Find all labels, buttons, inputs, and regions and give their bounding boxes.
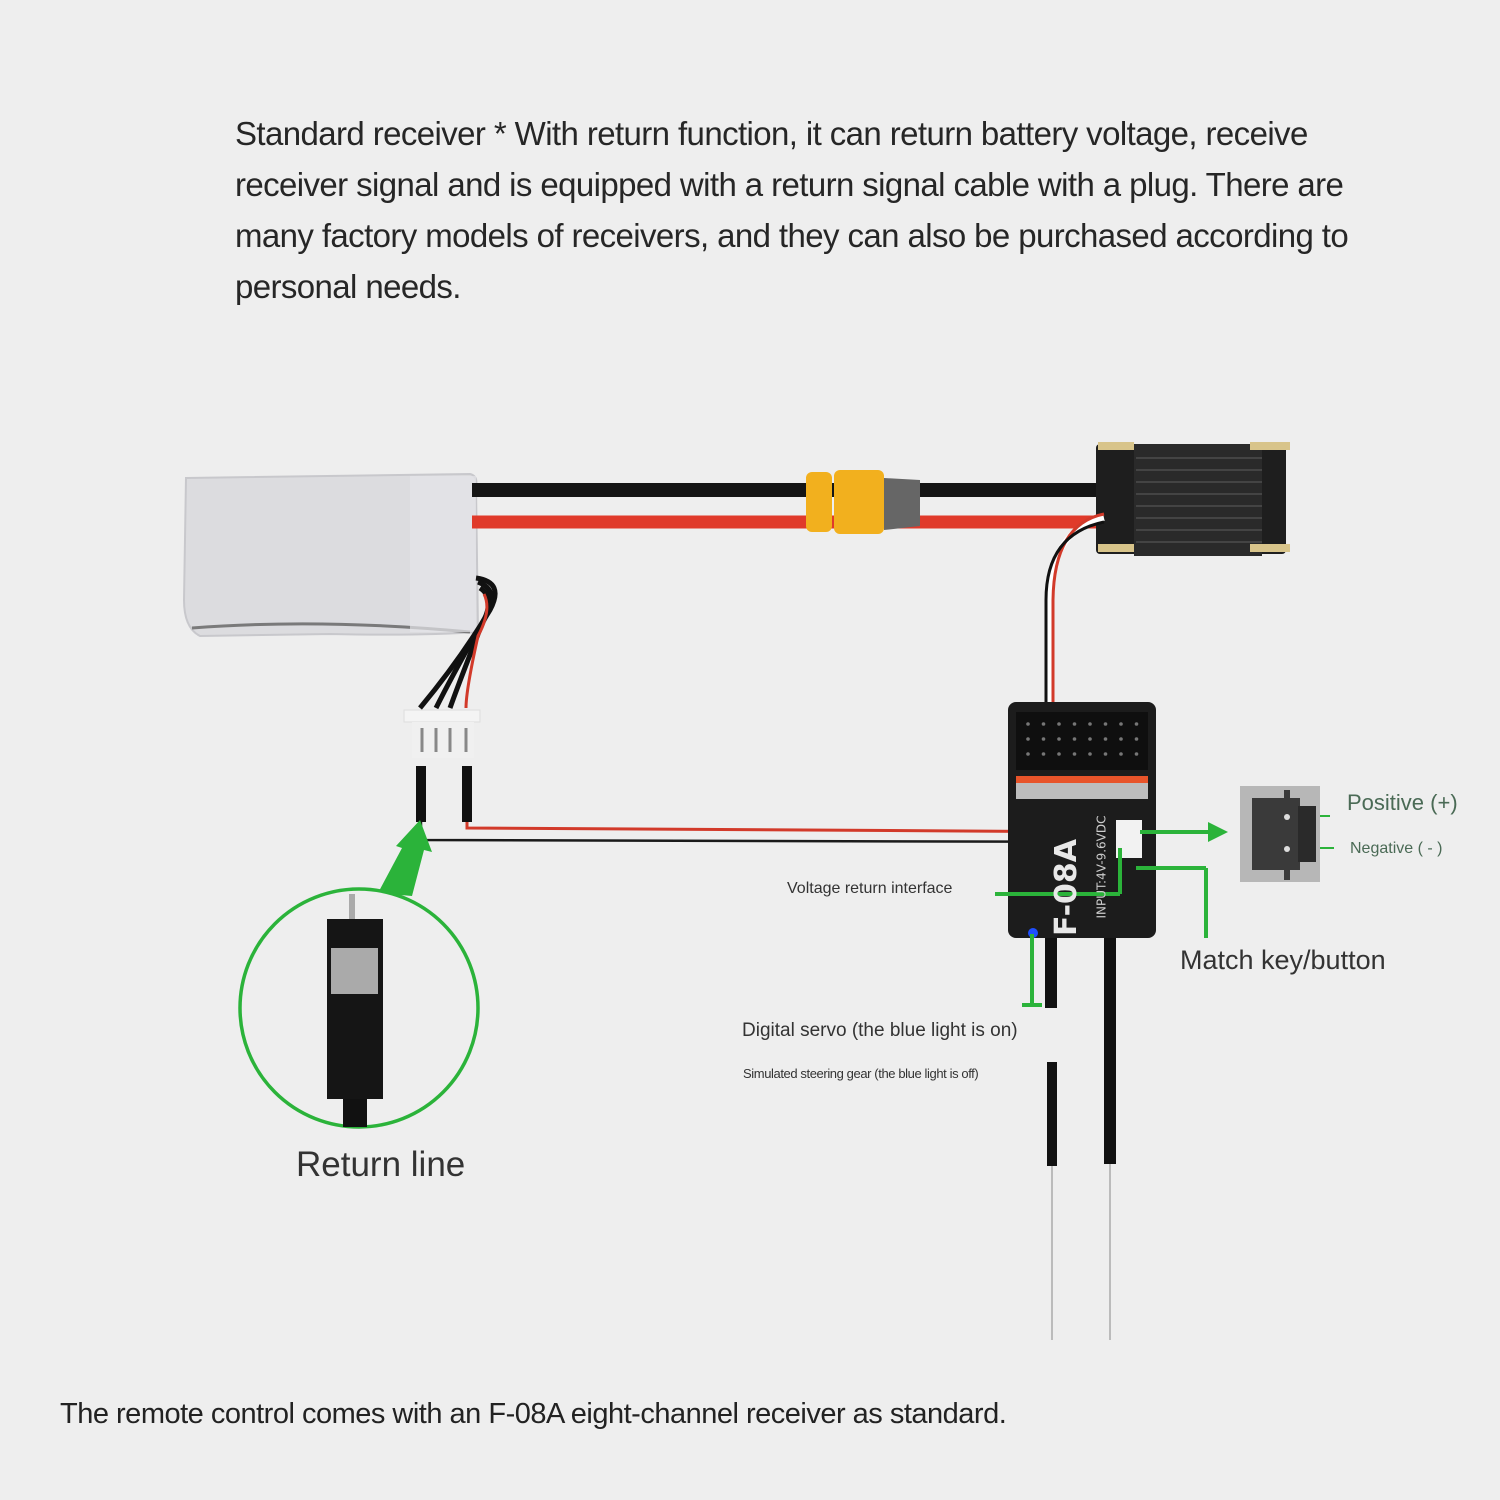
receiver-pin <box>1057 737 1061 741</box>
receiver-pin <box>1041 752 1046 756</box>
receiver-pin <box>1041 722 1046 726</box>
receiver-pin <box>1103 737 1108 741</box>
receiver-pin <box>1072 722 1077 726</box>
voltage-return-label: Voltage return interface <box>787 880 953 897</box>
receiver-pin <box>1134 722 1139 726</box>
intro-paragraph: Standard receiver * With return function… <box>235 115 1349 305</box>
connector-detail <box>1240 786 1320 882</box>
xt60-connector <box>806 470 920 534</box>
return-line-plug-magnified <box>238 887 480 1129</box>
receiver-pin <box>1119 737 1123 741</box>
balance-connector <box>403 709 481 822</box>
receiver-pin <box>1088 722 1092 726</box>
match-key-label: Match key/button <box>1180 945 1386 975</box>
receiver-pin <box>1072 737 1077 741</box>
negative-label: Negative ( - ) <box>1350 840 1443 857</box>
antennas <box>1047 1062 1111 1340</box>
receiver-pin <box>1026 722 1030 726</box>
receiver-pin <box>1103 722 1108 726</box>
esc-signal-cable <box>1044 512 1105 748</box>
receiver-input-rating: INPUT:4V-9.6VDC <box>1094 815 1109 919</box>
receiver-pin <box>1026 752 1030 756</box>
receiver-pin <box>1041 737 1046 741</box>
receiver-pin <box>1057 722 1061 726</box>
receiver-pin <box>1134 737 1139 741</box>
balance-lead <box>418 575 498 710</box>
receiver-pin <box>1026 737 1030 741</box>
receiver-pin <box>1088 752 1092 756</box>
positive-label: Positive (+) <box>1347 790 1458 815</box>
esc <box>1096 442 1290 556</box>
receiver-pin <box>1057 752 1061 756</box>
receiver-pin <box>1119 752 1123 756</box>
receiver-pin <box>1088 737 1092 741</box>
receiver-pin <box>1134 752 1139 756</box>
receiver-pin <box>1103 752 1108 756</box>
receiver-pin <box>1072 752 1077 756</box>
receiver-pin <box>1119 722 1123 726</box>
footer-caption: The remote control comes with an F-08A e… <box>60 1398 1007 1430</box>
arrow-up-icon <box>378 820 432 896</box>
receiver-model-label: F-08A <box>1049 839 1084 936</box>
simulated-gear-label: Simulated steering gear (the blue light … <box>743 1066 979 1081</box>
lipo-battery <box>182 472 480 638</box>
digital-servo-label: Digital servo (the blue light is on) <box>742 1020 1018 1041</box>
return-line-label: Return line <box>296 1145 466 1184</box>
main-power-wires <box>472 483 1100 529</box>
arrow-right-icon <box>1208 822 1228 842</box>
